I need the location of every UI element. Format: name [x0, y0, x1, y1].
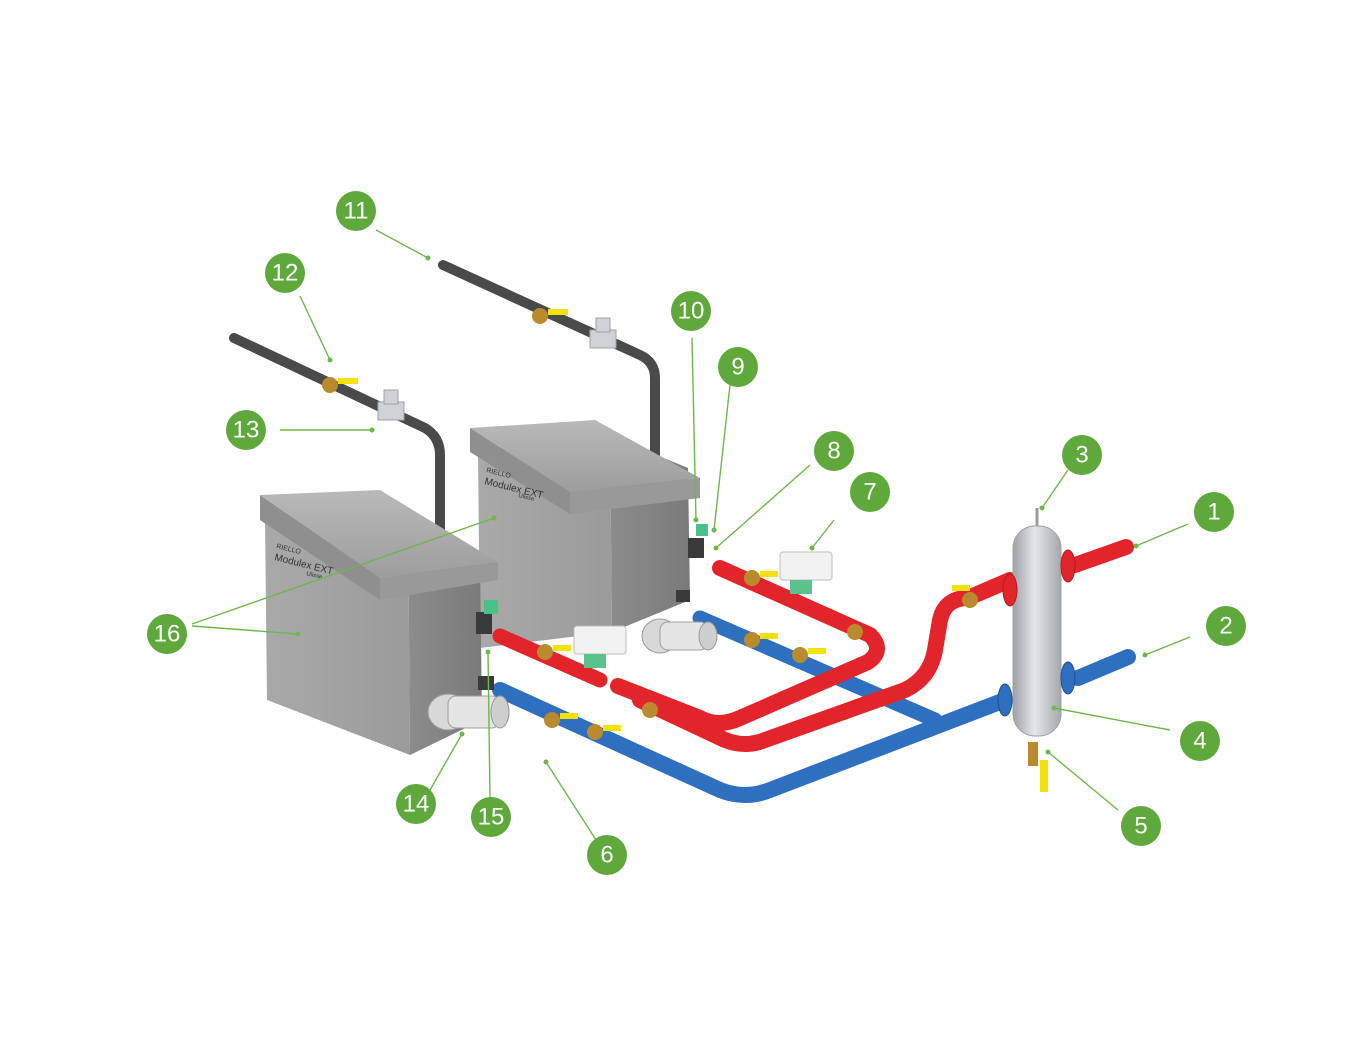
callout-12: 12	[265, 253, 305, 293]
callout-7-label: 7	[863, 479, 876, 506]
gas-pipe-2	[438, 260, 660, 605]
leader-lines	[191, 229, 1191, 841]
leader-arrows	[295, 255, 1148, 765]
motorized-valve-1	[573, 625, 627, 668]
boiler-1-sub: Ulisse	[306, 571, 324, 581]
callout-3: 3	[1062, 435, 1102, 475]
callout-15-label: 15	[478, 804, 505, 831]
callout-4-label: 4	[1193, 728, 1206, 755]
boiler-1: RIELLO Modulex EXT Ulisse	[260, 490, 510, 755]
callout-5-label: 5	[1134, 813, 1147, 840]
callout-6-label: 6	[600, 842, 613, 869]
callout-2-label: 2	[1219, 613, 1232, 640]
callout-4: 4	[1180, 721, 1220, 761]
callout-9-label: 9	[731, 354, 744, 381]
hot-flow-header	[610, 539, 1134, 752]
callout-1-label: 1	[1207, 499, 1220, 526]
callout-1: 1	[1194, 492, 1234, 532]
callout-16: 16	[147, 614, 187, 654]
callout-11: 11	[336, 191, 376, 231]
callout-14: 14	[396, 784, 436, 824]
callout-13: 13	[226, 410, 266, 450]
callout-12-label: 12	[272, 260, 299, 287]
callout-2: 2	[1206, 606, 1246, 646]
callout-16-label: 16	[154, 621, 181, 648]
callout-7: 7	[850, 472, 890, 512]
callout-8-label: 8	[827, 438, 840, 465]
callout-8: 8	[814, 431, 854, 471]
boiler-2-sub: Ulisse	[518, 493, 536, 503]
callout-9: 9	[718, 347, 758, 387]
callout-11-label: 11	[344, 198, 369, 225]
callout-5: 5	[1121, 806, 1161, 846]
gas-pipe-1	[229, 333, 445, 667]
callout-10-label: 10	[678, 298, 705, 325]
callout-3-label: 3	[1075, 442, 1088, 469]
callout-15: 15	[471, 797, 511, 837]
callout-13-label: 13	[233, 417, 260, 444]
callout-14-label: 14	[403, 791, 430, 818]
boiler-2: RIELLO Modulex EXT Ulisse	[470, 420, 718, 654]
cold-return-header	[492, 610, 1136, 803]
motorized-valve-2	[779, 551, 833, 594]
hydraulic-separator	[997, 508, 1076, 737]
ball-valves	[322, 308, 1048, 792]
gas-regulators	[377, 317, 617, 421]
callout-10: 10	[671, 291, 711, 331]
callout-6: 6	[587, 835, 627, 875]
